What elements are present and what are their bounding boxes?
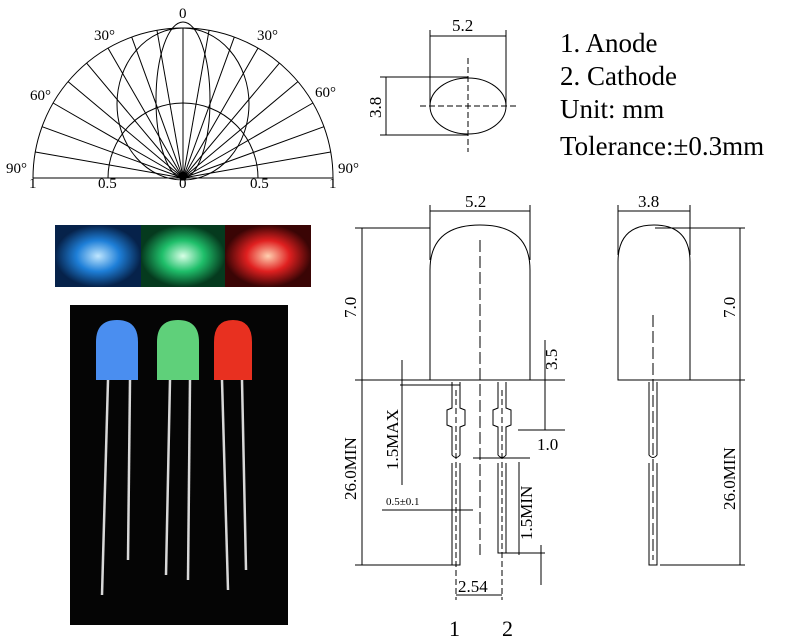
polar-radial-lines [33, 28, 333, 179]
legend-unit: Unit: mm [560, 94, 665, 124]
front-width-dim: 5.2 [465, 192, 486, 211]
side-view-drawing [617, 205, 745, 566]
polar-radial-line [182, 81, 299, 179]
polar-radial-line [182, 62, 280, 179]
angle-label-30-right: 30° [257, 28, 278, 44]
polar-radial-line [41, 126, 184, 179]
angle-label-90-right: 90° [338, 161, 359, 177]
polar-radial-line [35, 151, 184, 179]
front-view-drawing [355, 205, 565, 600]
pin-2-label: 2 [502, 616, 513, 641]
led-color-strip-photo [55, 225, 311, 287]
lead-thickness-dim: 0.5±0.1 [386, 496, 420, 508]
angle-label-60-right: 60° [315, 85, 336, 101]
pin-1-label: 1 [449, 616, 460, 641]
polar-radial-line [182, 151, 331, 179]
polar-origin [178, 171, 188, 181]
top-view-drawing [380, 30, 516, 152]
angle-label-30-left: 30° [94, 28, 115, 44]
polar-radial-line [182, 102, 314, 179]
side-width-dim: 3.8 [638, 192, 659, 211]
legend-pin1: 1. Anode [560, 28, 658, 58]
polar-radial-line [131, 36, 184, 179]
standoff-dim: 1.5MAX [383, 409, 402, 470]
polar-radial-line [86, 62, 184, 179]
axis-label: 0.5 [250, 176, 269, 192]
polar-radial-line [52, 102, 184, 179]
polar-radial-line [67, 81, 184, 179]
axis-label: 1 [329, 176, 337, 192]
top-width-dim: 5.2 [452, 16, 473, 35]
angle-label-90-left: 90° [6, 161, 27, 177]
polar-radial-line [107, 47, 184, 179]
lead-width-dim: 1.0 [537, 435, 558, 454]
axis-label: 1 [29, 176, 37, 192]
pitch-dim: 2.54 [458, 577, 488, 596]
led-product-photo [70, 305, 288, 625]
polar-radial-line [182, 36, 235, 179]
side-lead-length-dim: 26.0MIN [720, 447, 739, 510]
front-lead-length-dim: 26.0MIN [341, 437, 360, 500]
front-height-dim: 7.0 [341, 297, 360, 318]
legend-pin2: 2. Cathode [560, 61, 677, 91]
angle-label-60-left: 60° [30, 88, 51, 104]
side-height-dim: 7.0 [720, 297, 739, 318]
lead-offset-dim: 1.5MIN [517, 486, 536, 540]
axis-label: 0 [179, 176, 187, 192]
flange-dim: 3.5 [542, 349, 561, 370]
radiation-pattern-diagram [32, 21, 334, 181]
angle-label-0: 0 [179, 6, 187, 22]
polar-radial-line [182, 126, 325, 179]
axis-label: 0.5 [98, 176, 117, 192]
legend-tolerance: Tolerance:±0.3mm [560, 131, 765, 161]
top-height-dim: 3.8 [366, 97, 385, 118]
polar-radial-line [182, 47, 259, 179]
